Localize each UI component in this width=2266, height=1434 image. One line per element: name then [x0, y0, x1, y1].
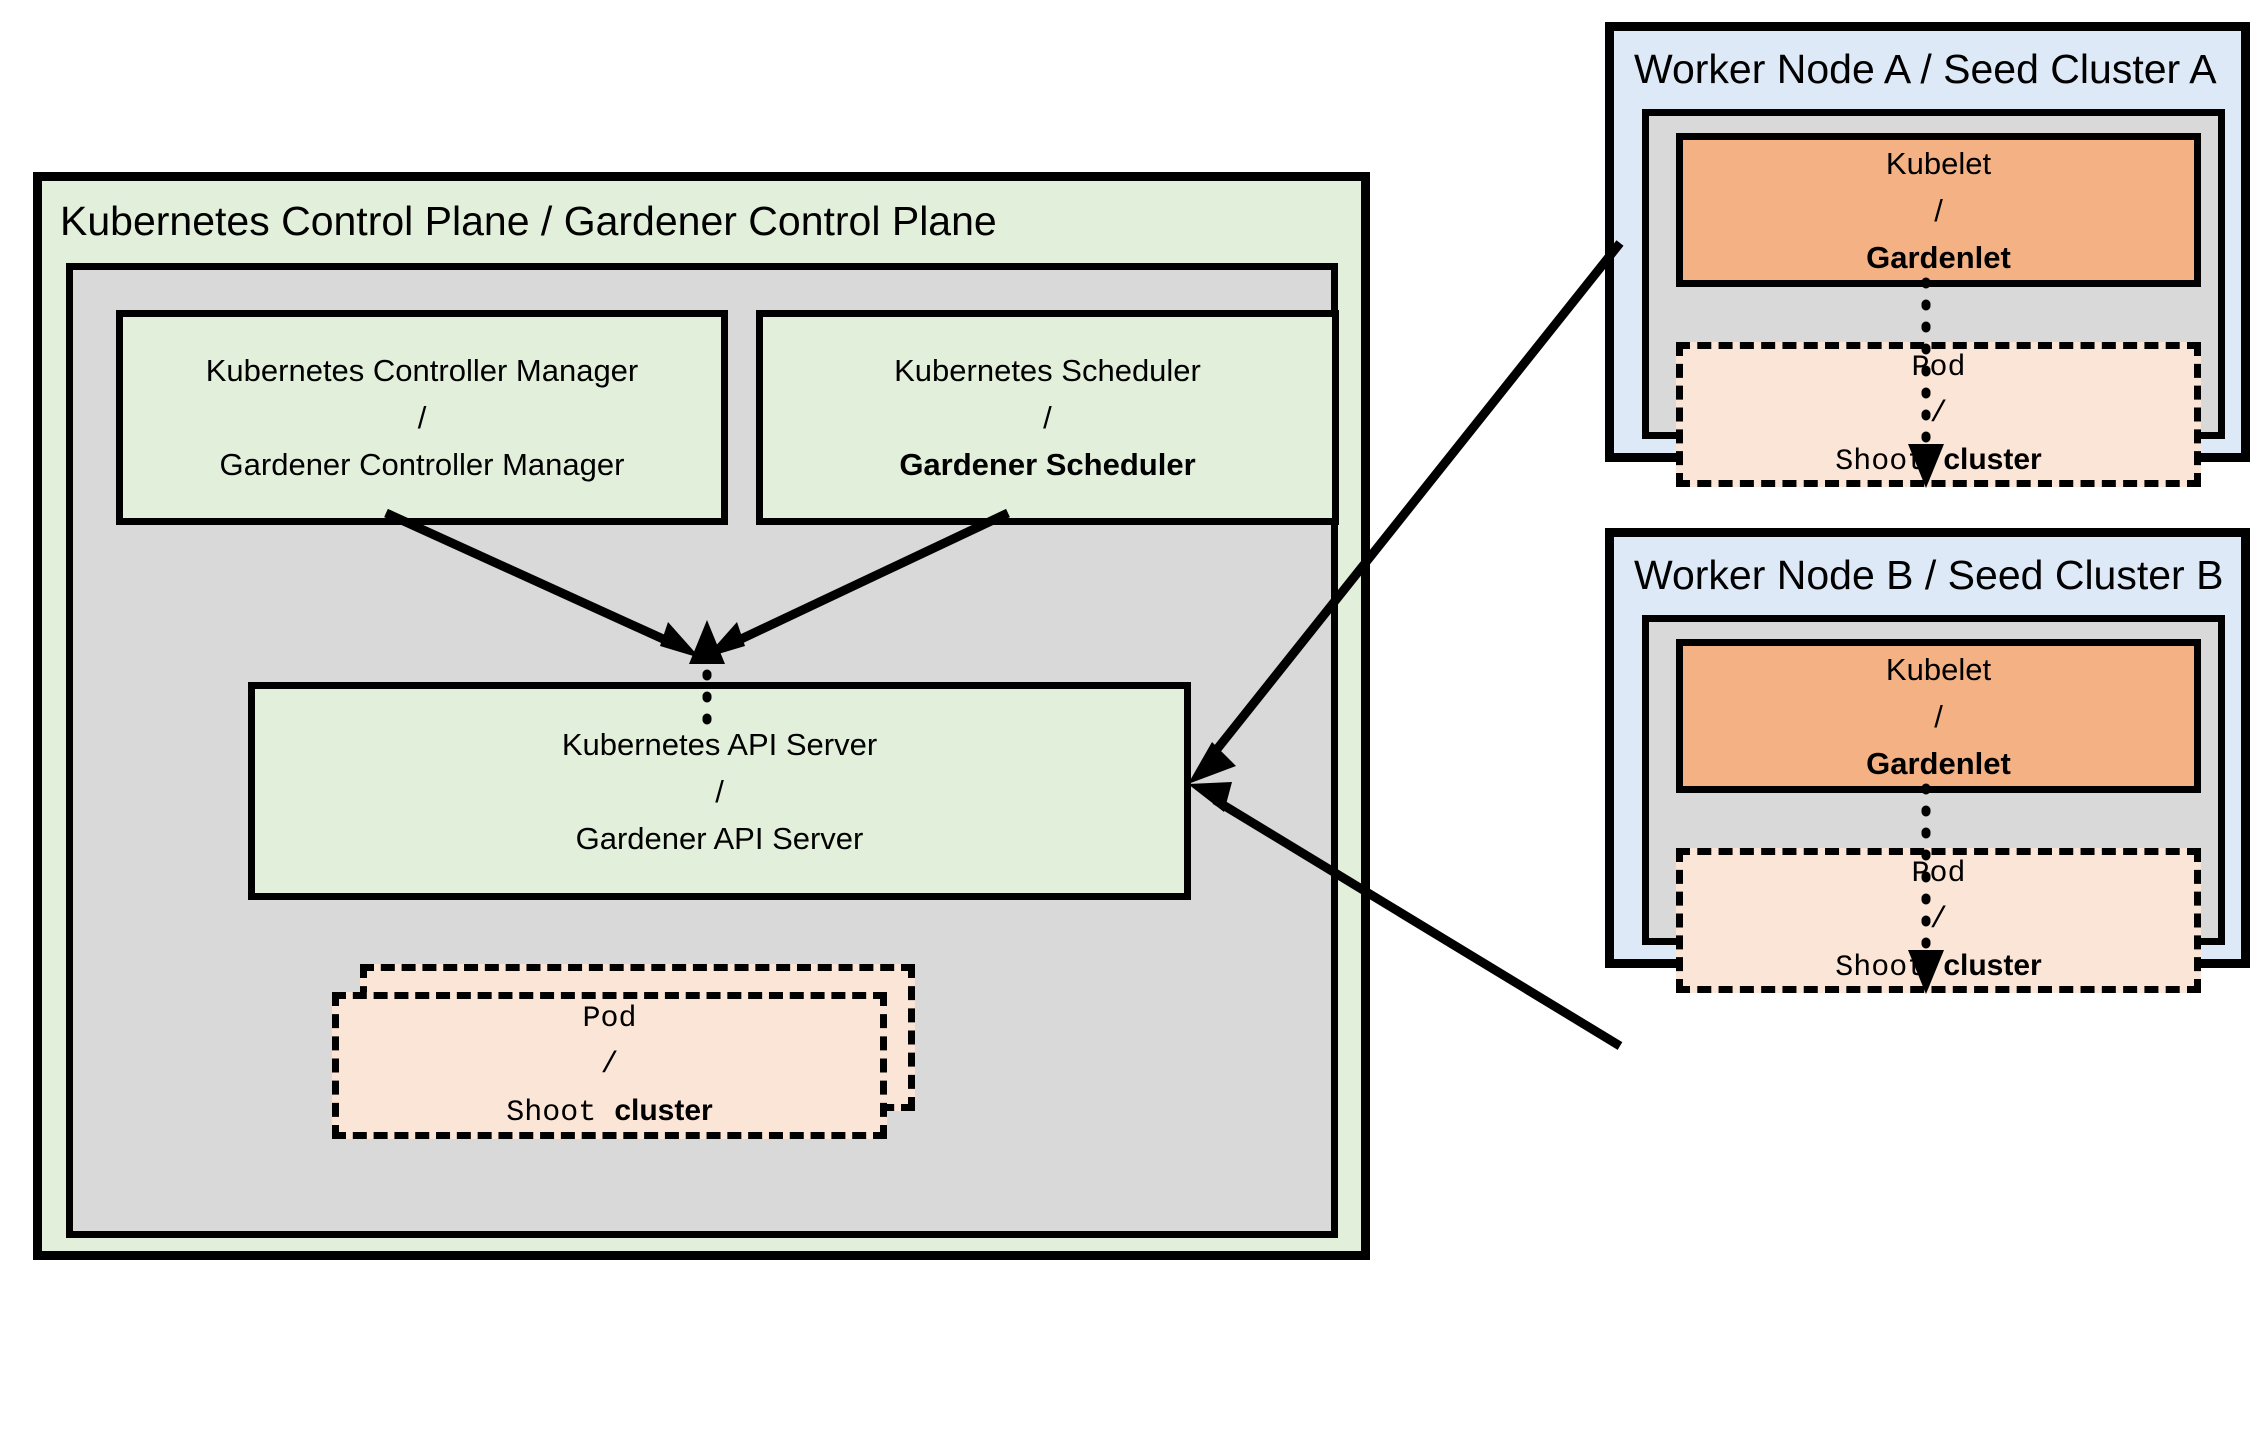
api-server-text: Kubernetes API Server / Gardener API Ser…	[562, 721, 877, 862]
node-a-pod-line2-bold: cluster	[1943, 442, 2042, 476]
node-a-kubelet-separator: /	[1934, 192, 1943, 228]
control-plane-pod-line2-plain: Shoot	[506, 1095, 615, 1130]
control-plane-inner-area: Kubernetes Controller Manager / Gardener…	[66, 263, 1339, 1238]
scheduler-separator: /	[1043, 400, 1052, 435]
control-plane-pod-line1: Pod	[582, 1001, 637, 1036]
node-a-kubelet-line1: Kubelet	[1885, 145, 1992, 181]
node-b-pod-line1: Pod	[1911, 856, 1966, 891]
control-plane-container: Kubernetes Control Plane / Gardener Cont…	[33, 172, 1370, 1260]
scheduler-line1: Kubernetes Scheduler	[894, 353, 1201, 388]
node-a-pod-line2: Shoot cluster	[1835, 437, 2041, 485]
controller-manager-separator: /	[417, 400, 427, 435]
control-plane-pod-line2-bold: cluster	[614, 1093, 713, 1127]
control-plane-title: Kubernetes Control Plane / Gardener Cont…	[60, 198, 997, 244]
api-server-separator: /	[715, 773, 724, 809]
api-server-box[interactable]: Kubernetes API Server / Gardener API Ser…	[248, 682, 1191, 900]
node-b-kubelet-box[interactable]: Kubelet / Gardenlet	[1676, 639, 2201, 793]
node-b-pod-separator: /	[1929, 902, 1948, 937]
node-a-kubelet-line2: Gardenlet	[1866, 239, 2011, 275]
controller-manager-line1: Kubernetes Controller Manager	[205, 353, 639, 388]
node-b-pod-line2-plain: Shoot	[1835, 950, 1944, 985]
scheduler-box[interactable]: Kubernetes Scheduler / Gardener Schedule…	[756, 310, 1339, 525]
control-plane-pod-line2: Shoot cluster	[506, 1088, 712, 1136]
control-plane-pod-box[interactable]: Pod / Shoot cluster	[332, 992, 887, 1139]
control-plane-pod-text: Pod / Shoot cluster	[506, 996, 712, 1136]
node-b-pod-line2: Shoot cluster	[1835, 943, 2041, 991]
node-a-kubelet-text: Kubelet / Gardenlet	[1866, 140, 2011, 281]
worker-node-a-inner-area: Kubelet / Gardenlet Pod / Shoot cluster	[1642, 109, 2225, 487]
node-b-pod-box[interactable]: Pod / Shoot cluster	[1676, 848, 2201, 993]
control-plane-pod-separator: /	[600, 1047, 619, 1082]
node-a-pod-box[interactable]: Pod / Shoot cluster	[1676, 342, 2201, 487]
controller-manager-line2: Gardener Controller Manager	[219, 447, 625, 482]
node-b-kubelet-separator: /	[1934, 698, 1943, 734]
controller-manager-box[interactable]: Kubernetes Controller Manager / Gardener…	[116, 310, 728, 525]
worker-node-b-title: Worker Node B / Seed Cluster B	[1634, 552, 2224, 598]
worker-node-a-title: Worker Node A / Seed Cluster A	[1634, 46, 2217, 92]
node-b-kubelet-text: Kubelet / Gardenlet	[1866, 646, 2011, 787]
node-a-kubelet-box[interactable]: Kubelet / Gardenlet	[1676, 133, 2201, 287]
scheduler-text: Kubernetes Scheduler / Gardener Schedule…	[894, 347, 1201, 488]
worker-node-b-container: Worker Node B / Seed Cluster B Kubelet /…	[1605, 528, 2250, 993]
api-server-line1: Kubernetes API Server	[561, 726, 878, 762]
worker-node-b-inner-area: Kubelet / Gardenlet Pod / Shoot cluster	[1642, 615, 2225, 993]
node-a-pod-text: Pod / Shoot cluster	[1835, 345, 2041, 485]
node-a-pod-separator: /	[1929, 396, 1948, 431]
node-b-pod-line2-bold: cluster	[1943, 948, 2042, 982]
node-b-pod-text: Pod / Shoot cluster	[1835, 851, 2041, 991]
node-a-pod-line2-plain: Shoot	[1835, 444, 1944, 479]
worker-node-a-container: Worker Node A / Seed Cluster A Kubelet /…	[1605, 22, 2250, 487]
controller-manager-text: Kubernetes Controller Manager / Gardener…	[206, 347, 639, 488]
node-b-kubelet-line2: Gardenlet	[1866, 745, 2011, 781]
scheduler-line2: Gardener Scheduler	[899, 447, 1196, 482]
node-b-kubelet-line1: Kubelet	[1885, 651, 1992, 687]
node-a-pod-line1: Pod	[1911, 350, 1966, 385]
api-server-line2: Gardener API Server	[575, 820, 864, 856]
